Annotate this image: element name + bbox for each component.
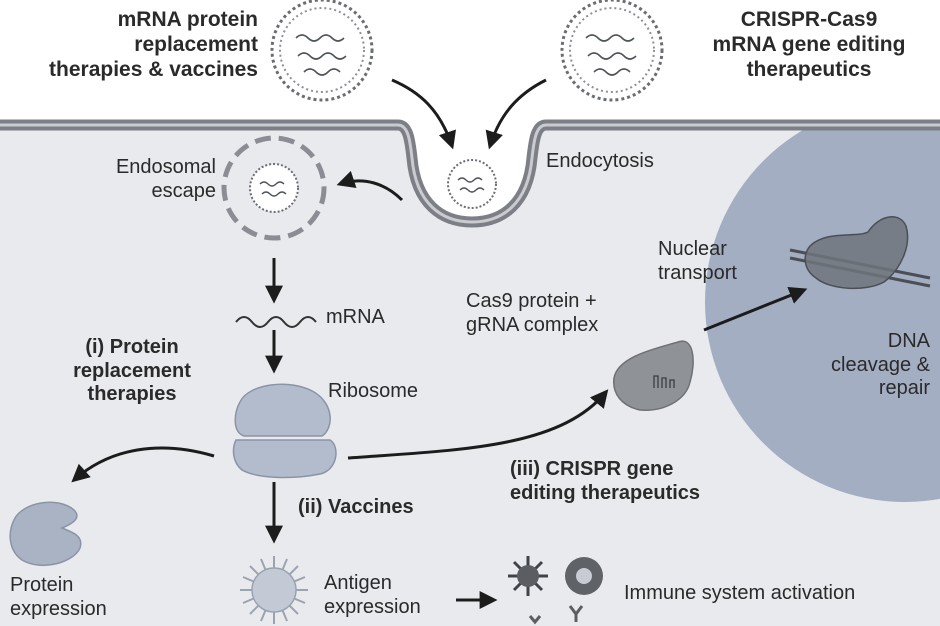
immune-cell-icon	[508, 556, 548, 596]
label-endosomal-escape: Endosomal escape	[115, 156, 216, 202]
label-endocytosis: Endocytosis	[546, 150, 654, 172]
dna-cleavage-icon	[789, 216, 931, 290]
endocytosed-nanoparticle-icon	[447, 159, 497, 209]
antibody-icon	[528, 605, 584, 625]
cell-interior	[0, 125, 940, 626]
label-protein-expression: Protein expression	[10, 574, 107, 620]
immune-cell-icon	[565, 557, 603, 595]
lipid-nanoparticle-icon	[560, 0, 664, 102]
arrow-to-protein	[71, 446, 215, 483]
arrow-to-cas9	[347, 389, 609, 460]
endosome-icon	[221, 135, 327, 241]
lipid-nanoparticle-icon	[270, 0, 374, 102]
flow-arrows	[71, 78, 808, 609]
label-immune-activation: Immune system activation	[624, 582, 856, 604]
label-vaccines-pathway: (ii) Vaccines	[298, 496, 414, 518]
arrow-endosomal-escape	[336, 170, 404, 202]
label-crispr-pathway: (iii) CRISPR gene editing therapeutics	[510, 458, 701, 504]
label-ribosome: Ribosome	[328, 380, 419, 402]
arrow-endocytosis-left	[391, 78, 456, 150]
label-gene-editing-input: CRISPR-Cas9 mRNA gene editing therapeuti…	[712, 8, 906, 81]
label-antigen-expression: Antigen expression	[324, 572, 421, 618]
mrna-strand-icon	[235, 316, 317, 328]
label-nuclear-transport: Nuclear transport	[658, 238, 737, 284]
arrow-endocytosis-right	[485, 78, 547, 150]
label-protein-replacement-pathway: (i) Protein replacement therapies	[73, 336, 191, 406]
protein-icon	[9, 501, 82, 567]
label-dna-cleavage: DNA cleavage & repair	[831, 330, 930, 400]
arrow-nuclear-transport	[703, 286, 808, 332]
label-cas9-complex: Cas9 protein + gRNA complex	[466, 290, 599, 336]
nucleus	[705, 125, 940, 502]
label-protein-therapies-input: mRNA protein replacement therapies & vac…	[49, 8, 258, 81]
ribosome-icon	[232, 383, 337, 479]
label-mrna: mRNA	[326, 306, 385, 328]
antigen-icon	[240, 556, 308, 624]
